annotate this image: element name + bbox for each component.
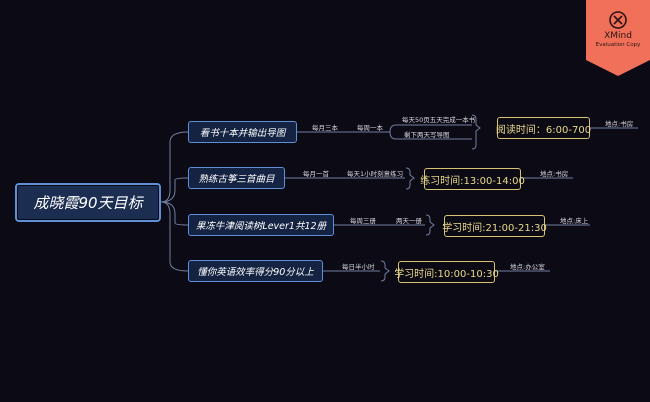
watermark-brand: XMind xyxy=(604,31,632,41)
branch-topic-oxford-reading[interactable]: 果冻牛津阅读树Lever1共12册 xyxy=(188,214,334,236)
edge-label: 两天一册 xyxy=(396,217,422,225)
edge-label: 每月三本 xyxy=(312,124,338,132)
sub-item-label: 剩下两天写导图 xyxy=(404,131,450,139)
edge-label: 每天1小时刻意练习 xyxy=(347,170,404,178)
watermark-subtitle: Evaluation Copy xyxy=(595,42,641,48)
time-node-study-morning[interactable]: 学习时间:10:00-10:30 xyxy=(394,261,499,283)
location-label: 地点:书房 xyxy=(540,170,569,178)
time-node-practice[interactable]: 练习时间:13:00-14:00 xyxy=(420,168,525,190)
branch-topic-reading[interactable]: 看书十本并输出导图 xyxy=(188,121,297,143)
sub-item-label: 每天50页五天完成一本书 xyxy=(402,116,476,124)
edge-label: 每周三册 xyxy=(350,217,376,225)
location-label: 地点:办公室 xyxy=(510,263,545,271)
xmind-watermark xyxy=(586,0,650,76)
edge-label: 每月一首 xyxy=(303,170,329,178)
location-label: 地点:书房 xyxy=(605,120,634,128)
time-node-reading[interactable]: 阅读时间：6:00-700 xyxy=(496,117,591,139)
location-label: 地点:床上 xyxy=(560,217,589,225)
branch-topic-guzheng[interactable]: 熟练古筝三首曲目 xyxy=(188,167,285,189)
root-topic[interactable]: 成晓霞90天目标 xyxy=(15,183,161,222)
edge-label: 每日半小时 xyxy=(342,263,375,271)
branch-topic-english[interactable]: 懂你英语效率得分90分以上 xyxy=(188,260,323,282)
edge-label: 每周一本 xyxy=(357,124,383,132)
time-node-study-evening[interactable]: 学习时间:21:00-21:30 xyxy=(442,215,547,237)
